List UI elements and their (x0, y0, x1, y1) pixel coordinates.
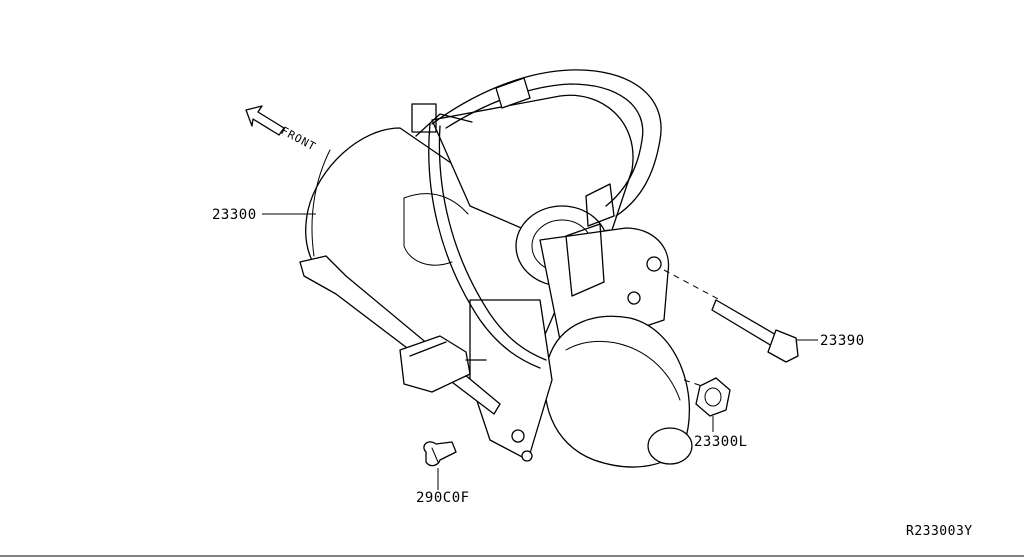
clip-290C0F: 290C0F (416, 441, 470, 506)
solenoid (431, 94, 634, 237)
part-number-290C0F: 290C0F (416, 490, 470, 506)
wire-connector (399, 335, 471, 393)
front-direction-arrow: FRONT (245, 105, 319, 154)
part-number-23300L: 23300L (694, 434, 748, 450)
diagram-reference-code: R233003Y (906, 524, 973, 539)
part-number-23300: 23300 (212, 207, 257, 223)
wiring-harness (431, 69, 662, 217)
pinion-gear (647, 427, 693, 465)
drive-housing-flange (539, 227, 670, 341)
bolt-23390: 23390 (663, 269, 865, 363)
front-direction-label: FRONT (279, 124, 319, 153)
part-number-23390: 23390 (820, 333, 865, 349)
nut-23300L: 23300L (683, 377, 748, 450)
callout-23300: 23300 (212, 207, 316, 223)
starter-motor-assembly (299, 69, 693, 468)
